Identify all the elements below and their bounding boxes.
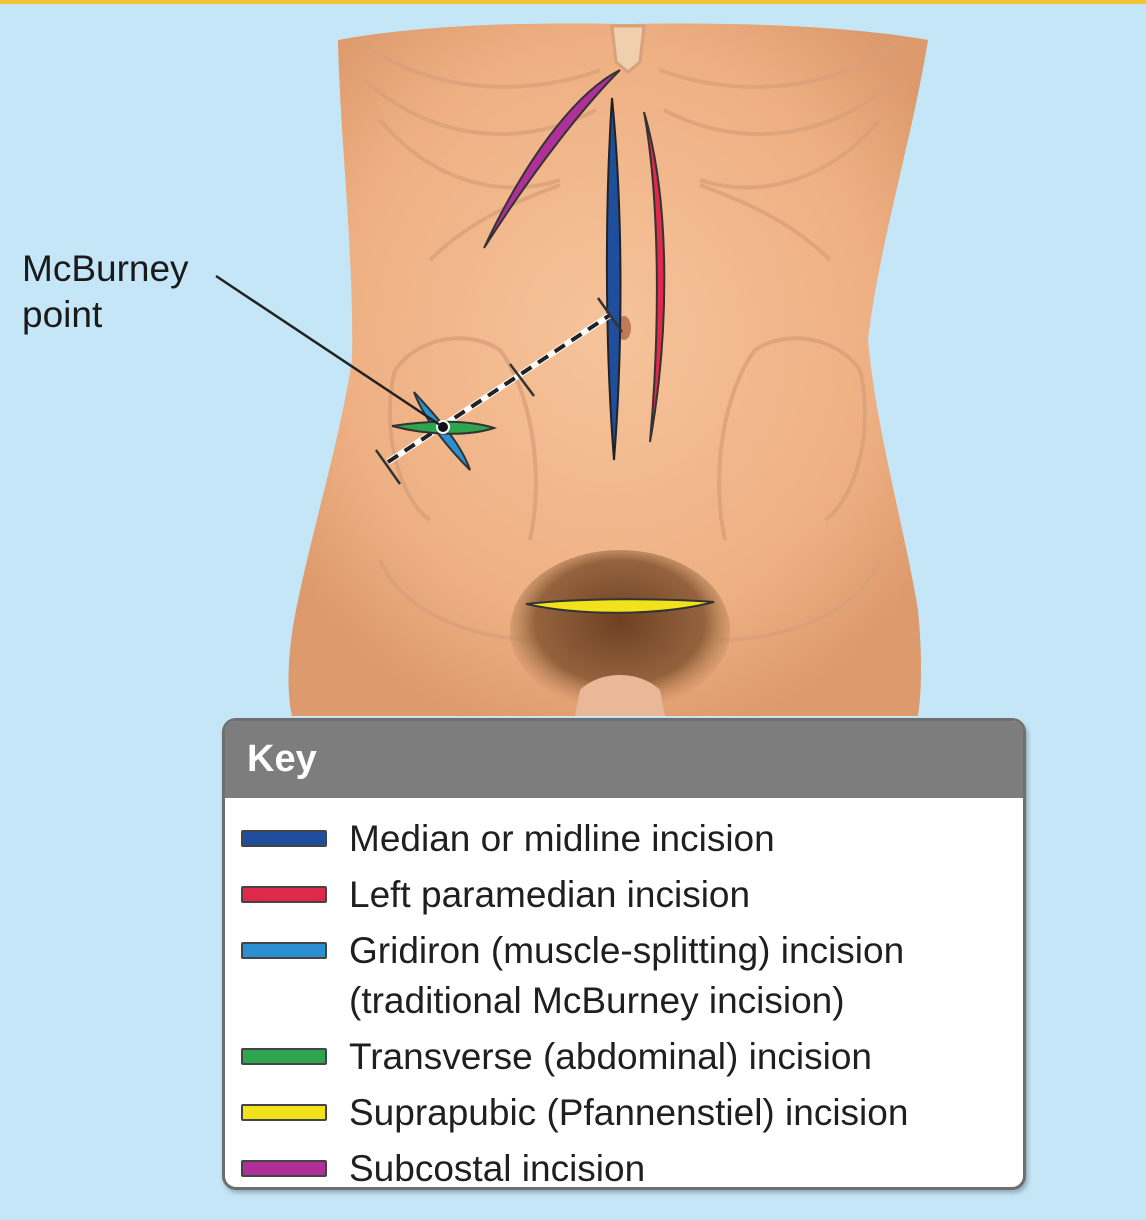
key-item-label-line: Gridiron (muscle-splitting) incision	[349, 930, 905, 971]
key-item-label-line: Transverse (abdominal) incision	[349, 1036, 873, 1077]
mcburney-line	[374, 297, 624, 485]
key-item-subcostal-incision: Subcostal incision	[241, 1144, 1023, 1189]
key-item-gridiron-incision: Gridiron (muscle-splitting) incision (tra…	[241, 926, 1023, 1026]
subcostal-incision-swatch	[241, 1160, 327, 1177]
key-item-transverse-incision: Transverse (abdominal) incision	[241, 1032, 1023, 1082]
key-item-label-line: Suprapubic (Pfannenstiel) incision	[349, 1092, 909, 1133]
key-item-label-line: Median or midline incision	[349, 818, 775, 859]
groin	[575, 675, 665, 716]
transverse-incision-swatch	[241, 1048, 327, 1065]
gridiron-incision-swatch	[241, 942, 327, 959]
mcburney-point-label: McBurney point	[22, 246, 189, 338]
callout-leader-line	[215, 274, 441, 427]
key-item-left-paramedian-incision: Left paramedian incision	[241, 870, 1023, 920]
key-item-suprapubic-incision: Suprapubic (Pfannenstiel) incision	[241, 1088, 1023, 1138]
median-incision-line	[605, 97, 622, 461]
callout-line-1: McBurney	[22, 248, 189, 289]
key-item-label: Median or midline incision	[349, 814, 775, 864]
top-accent-bar	[0, 0, 1146, 4]
sternum	[610, 24, 646, 74]
callout-line-2: point	[22, 294, 103, 335]
left-paramedian-incision-swatch	[241, 886, 327, 903]
key-item-label-line: (traditional McBurney incision)	[349, 980, 845, 1021]
key-item-label-line: Left paramedian incision	[349, 874, 751, 915]
key-item-label-line: Subcostal incision	[349, 1148, 646, 1189]
median-incision-swatch	[241, 830, 327, 847]
suprapubic-incision-swatch	[241, 1104, 327, 1121]
key-item-label: Subcostal incision	[349, 1144, 646, 1189]
left-paramedian-incision-line	[643, 111, 666, 443]
key-item-label: Suprapubic (Pfannenstiel) incision	[349, 1088, 908, 1138]
key-item-label: Transverse (abdominal) incision	[349, 1032, 872, 1082]
rib-cage	[358, 38, 902, 262]
pubic-region	[510, 550, 730, 710]
subcostal-incision-line	[483, 69, 621, 249]
key-item-median-incision: Median or midline incision	[241, 814, 1023, 864]
key-item-label: Gridiron (muscle-splitting) incision (tra…	[349, 926, 904, 1026]
key-title: Key	[225, 721, 1023, 798]
suprapubic-incision-line	[525, 598, 715, 614]
key-item-label: Left paramedian incision	[349, 870, 750, 920]
